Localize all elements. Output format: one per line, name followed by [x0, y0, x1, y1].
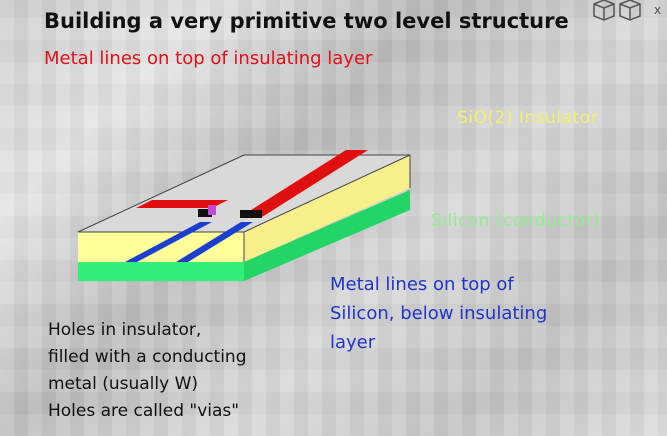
close-mark: x [654, 3, 662, 17]
slide-title: Building a very primitive two level stru… [44, 9, 569, 33]
vias-note-line: metal (usually W) [48, 374, 199, 394]
buried-metal-note: Metal lines on top of Silicon, below ins… [330, 270, 630, 357]
buried-metal-line-1 [125, 222, 212, 262]
silicon-front-face [78, 262, 244, 281]
via-1 [198, 209, 212, 217]
cube-icon [593, 0, 641, 21]
buried-metal-note-line: Silicon, below insulating [330, 303, 548, 324]
silicon-side-face [244, 190, 410, 281]
silicon-conductor-label: Silicon (conductor) [431, 211, 601, 231]
sio2-insulator-label: SiO(2) Insulator [457, 108, 598, 128]
buried-metal-note-line: Metal lines on top of [330, 274, 514, 295]
via-2 [240, 210, 262, 218]
slide-subtitle: Metal lines on top of insulating layer [44, 48, 373, 69]
vias-note-line: filled with a conducting [48, 347, 247, 367]
top-metal-line-1 [136, 200, 228, 208]
via-1-contact [208, 205, 216, 215]
top-metal-line-2 [240, 150, 368, 217]
buried-metal-line-2 [176, 222, 253, 262]
insulator-top-left-edge [77, 154, 245, 233]
buried-metal-note-line: layer [330, 332, 376, 353]
vias-note: Holes in insulator, filled with a conduc… [48, 317, 328, 425]
insulator-top-right-edge [243, 154, 411, 233]
vias-note-line: Holes are called "vias" [48, 401, 240, 421]
insulator-side-face [244, 155, 410, 262]
vias-note-line: Holes in insulator, [48, 320, 202, 340]
